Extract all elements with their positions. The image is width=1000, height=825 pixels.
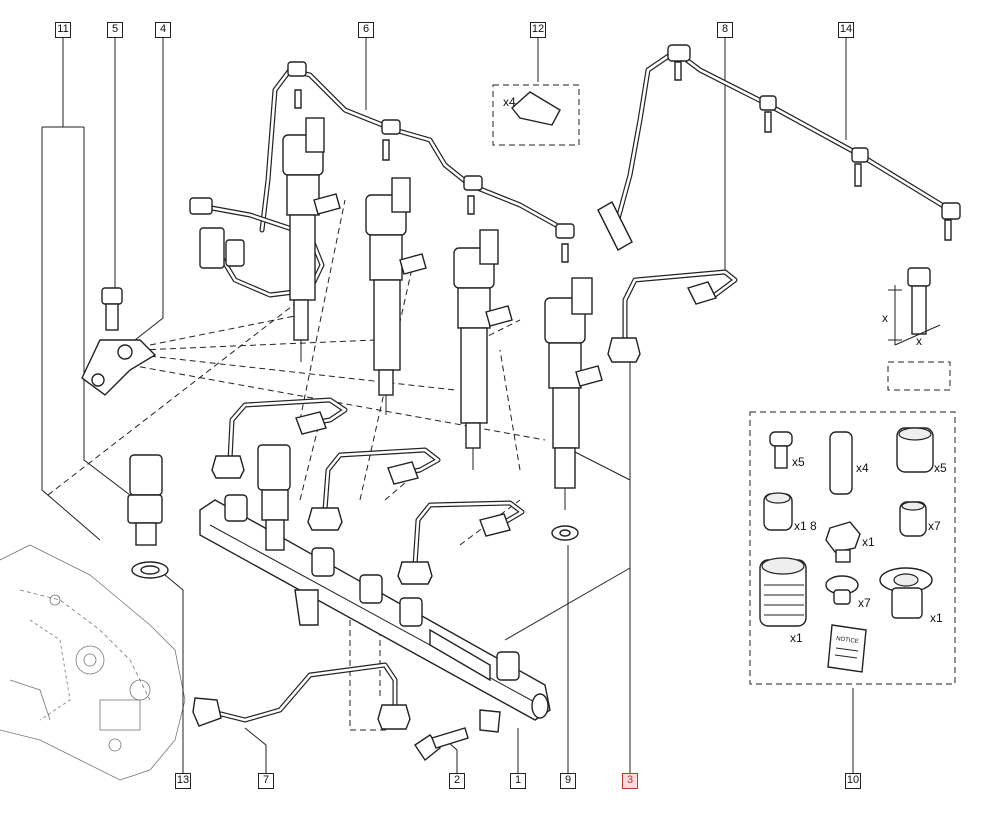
- return-hose: [597, 44, 961, 251]
- clip-box-12: x4: [492, 84, 580, 146]
- bolt-5: [101, 287, 123, 331]
- callout-14: 14: [838, 22, 854, 38]
- callout-2: 2: [449, 773, 465, 789]
- kit-sleeve: [829, 431, 853, 495]
- washer-9: [551, 525, 579, 541]
- clamp-4: [81, 339, 157, 396]
- dimension-x-left: x: [882, 311, 888, 325]
- kit-qty-seal: x7: [928, 519, 941, 533]
- wiring-loom: [189, 197, 325, 298]
- kit-cap: [763, 492, 793, 531]
- callout-13: 13: [175, 773, 191, 789]
- callout-6: 6: [358, 22, 374, 38]
- kit-qty-sleeve: x4: [856, 461, 869, 475]
- injector-2: [365, 177, 427, 415]
- sensor-11: [127, 454, 169, 579]
- kit-screw: [769, 431, 793, 469]
- kit-nut: [896, 427, 934, 473]
- leader-lines: [41, 37, 854, 773]
- kit-qty-screw: x5: [792, 455, 805, 469]
- kit-qty-cap: x1 8: [794, 519, 817, 533]
- callout-4: 4: [155, 22, 171, 38]
- callout-9: 9: [560, 773, 576, 789]
- injector-1: [282, 117, 341, 362]
- kit-box-10: x5 x4 x5 x1 8 x1 x7 x1: [749, 411, 956, 685]
- kit-nozzle-nut: [879, 567, 933, 619]
- injector-4: [544, 277, 603, 510]
- notice-label: NOTICE: [836, 636, 859, 645]
- dimension-icon: x x: [882, 267, 951, 391]
- rail-pressure-sensor: [257, 444, 291, 551]
- callout-1: 1: [510, 773, 526, 789]
- callout-8: 8: [717, 22, 733, 38]
- bolt-2: [414, 727, 469, 762]
- kit-washer: [825, 575, 859, 605]
- kit-seal: [899, 501, 927, 537]
- fuel-rail: [199, 494, 551, 733]
- callout-3-highlighted: 3: [622, 773, 638, 789]
- kit-qty-nozzle-nut: x1: [930, 611, 943, 625]
- hp-pipe-7: [192, 662, 411, 730]
- callout-7: 7: [258, 773, 274, 789]
- kit-qty-washer: x7: [858, 596, 871, 610]
- kit-spring: [759, 557, 807, 627]
- hp-pipe-8: [607, 269, 738, 363]
- kit-qty-spring: x1: [790, 631, 803, 645]
- callout-11: 11: [55, 22, 71, 38]
- callout-10: 10: [845, 773, 861, 789]
- hp-pipes-rail: [211, 397, 525, 585]
- kit-qty-plug: x1: [862, 535, 875, 549]
- injector-return-hose: [259, 61, 575, 263]
- injector-3: [453, 229, 513, 470]
- callout-5: 5: [107, 22, 123, 38]
- kit-qty-nut: x5: [934, 461, 947, 475]
- kit-plug: [825, 521, 861, 563]
- kit-notice-booklet: NOTICE: [827, 624, 867, 673]
- engine-block-outline: [0, 544, 186, 781]
- dimension-x-bottom: x: [916, 334, 922, 348]
- callout-12: 12: [530, 22, 546, 38]
- clip-quantity: x4: [503, 95, 516, 109]
